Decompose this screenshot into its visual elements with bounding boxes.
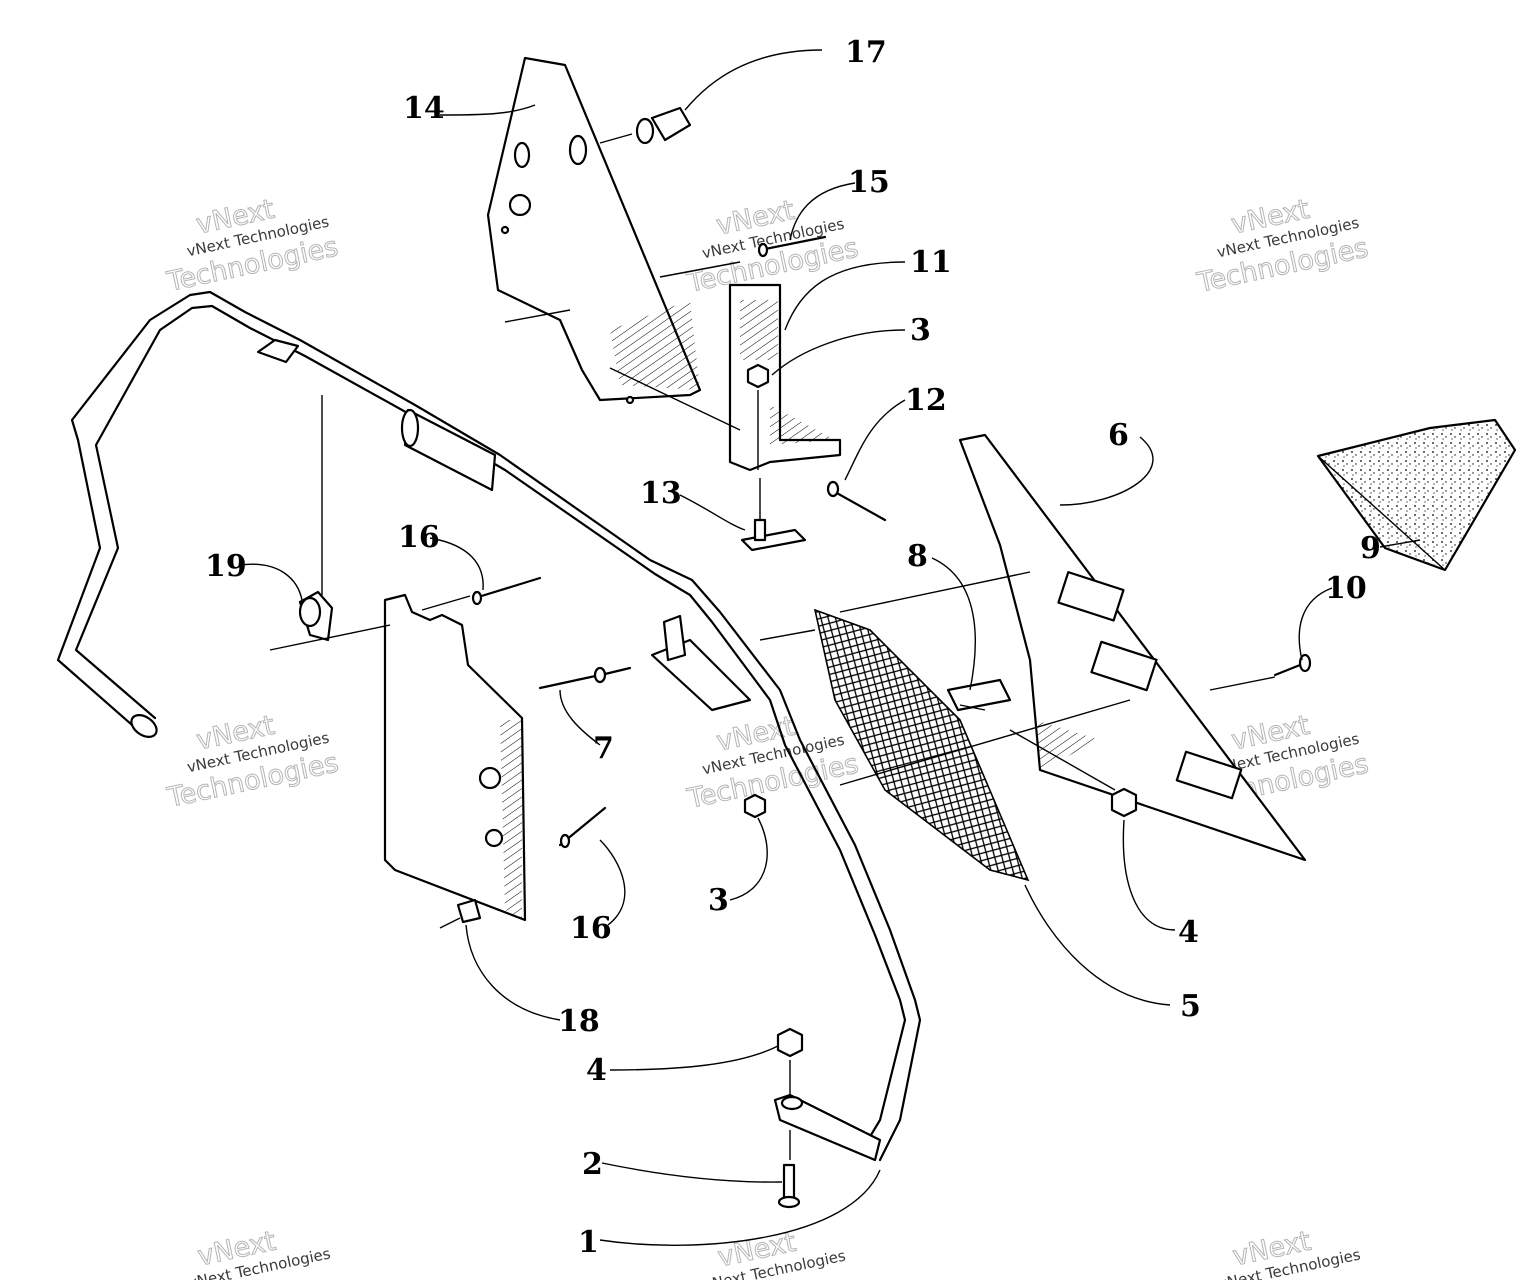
callout-4-bottom: 4: [586, 1053, 607, 1088]
upper-bracket-part-14: [486, 56, 702, 405]
callout-3-upper: 3: [910, 313, 931, 348]
callout-13: 13: [640, 476, 682, 511]
callout-11: 11: [910, 245, 952, 280]
callout-1: 1: [578, 1225, 599, 1260]
grommet-part-19: [298, 590, 334, 642]
rivet-part-15: [757, 235, 827, 258]
bushing-part-17: [599, 106, 692, 145]
clip-part-13: [740, 518, 807, 552]
callout-17: 17: [845, 35, 887, 70]
bumper-tube: [56, 290, 922, 1162]
callout-16-lower: 16: [570, 911, 612, 946]
watermark-bottom-right: vNext vNext Technologies: [1217, 1225, 1363, 1280]
callout-10: 10: [1325, 571, 1367, 606]
assembly-lines: [269, 261, 1276, 1160]
callout-9: 9: [1360, 531, 1381, 566]
rivet-part-16-lower: [558, 806, 607, 849]
watermark-top-center: vNext vNext Technologies Technologies: [683, 194, 861, 299]
side-panel-part-6: [958, 433, 1307, 862]
callout-19: 19: [205, 549, 247, 584]
callout-15: 15: [848, 165, 890, 200]
nut-part-3-lower: [743, 793, 767, 819]
callout-6: 6: [1108, 418, 1129, 453]
screw-part-10: [1273, 653, 1312, 677]
rivet-part-7: [538, 666, 632, 690]
watermark-top-right: vNext vNext Technologies Technologies: [1193, 193, 1371, 299]
callout-5: 5: [1180, 989, 1201, 1024]
watermark-mid-left: vNext vNext Technologies Technologies: [164, 709, 342, 814]
nut-part-3-upper: [746, 363, 770, 389]
watermark-bottom-left: vNext vNext Technologies: [187, 1225, 333, 1280]
bolt-part-2: [777, 1163, 801, 1209]
rivet-part-16-upper: [471, 576, 542, 606]
lower-panel-part-18: [383, 593, 527, 924]
vertical-bracket-part-11: [728, 283, 842, 472]
callout-18: 18: [558, 1004, 600, 1039]
rivet-part-12: [826, 480, 887, 522]
nut-part-4-right: [1110, 787, 1138, 818]
mesh-grille-part-5: [813, 608, 1030, 882]
callout-16-upper: 16: [398, 520, 440, 555]
callout-12: 12: [905, 383, 947, 418]
callout-4-right: 4: [1178, 915, 1199, 950]
callout-numbers: 17 14 15 11 3 12 6 9 13 16 19 8 10 7 3 1…: [205, 35, 1381, 1260]
nut-part-4-bottom: [776, 1027, 804, 1058]
leader-lines: [239, 49, 1421, 1246]
callout-14: 14: [403, 91, 445, 126]
watermark-mid-center: vNext vNext Technologies Technologies: [684, 710, 862, 815]
callout-7: 7: [593, 731, 614, 766]
watermark-bottom-center: vNext vNext Technologies: [702, 1226, 848, 1280]
callout-8: 8: [907, 539, 928, 574]
callout-3-lower: 3: [708, 883, 729, 918]
clip-part-8: [946, 678, 1012, 712]
callout-2: 2: [582, 1147, 603, 1182]
watermark-top-left: vNext vNext Technologies Technologies: [163, 193, 341, 298]
foam-pad-part-9: [1316, 418, 1517, 572]
